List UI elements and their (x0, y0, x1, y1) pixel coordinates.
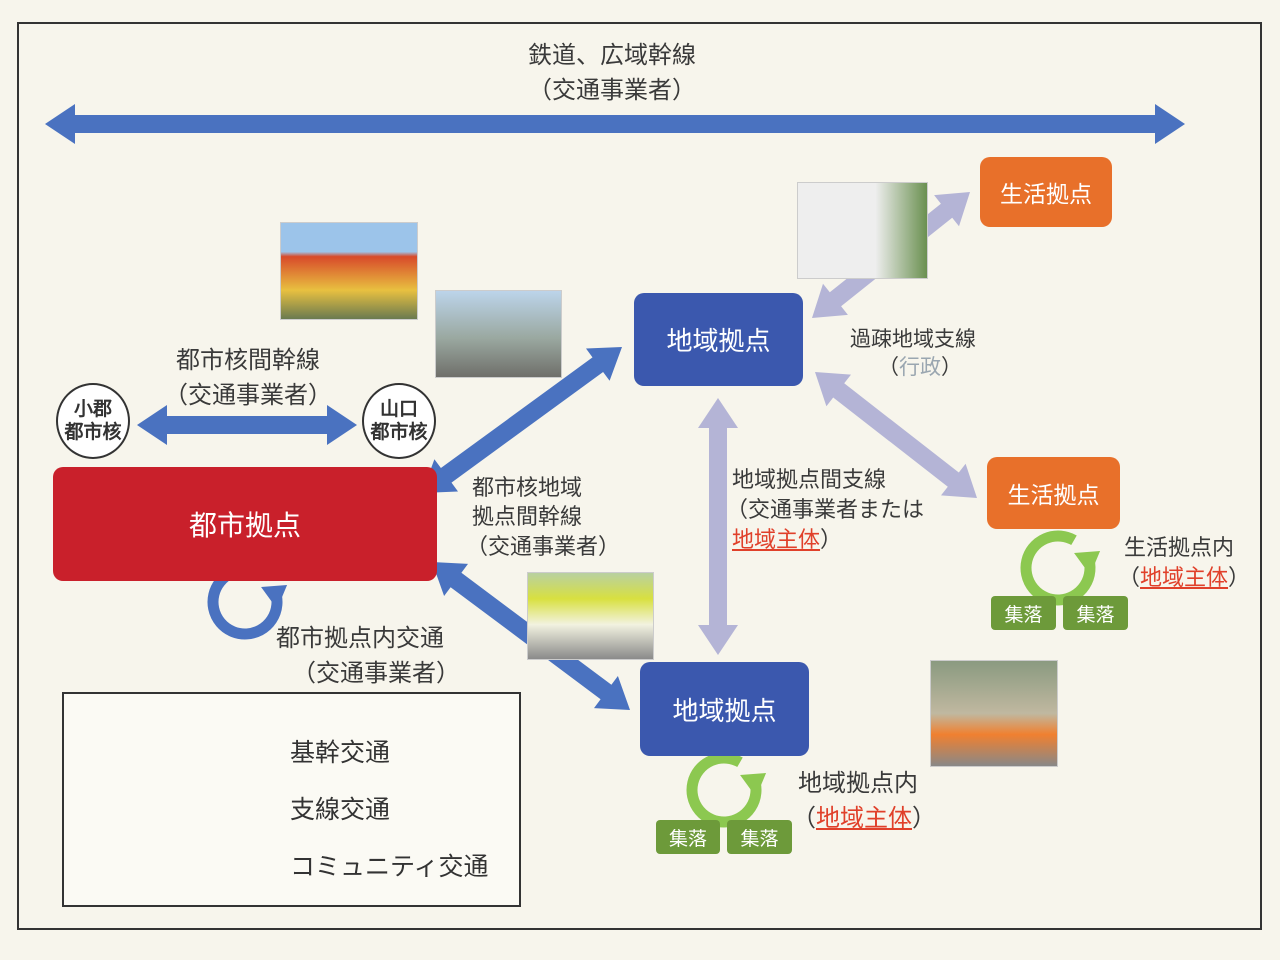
title-line1: 鉄道、広域幹線 (528, 41, 696, 69)
chiiki-kan-line1: 地域拠点間支線 (732, 468, 887, 493)
chiiki-kan-line2: （交通事業者または (726, 498, 925, 523)
node-seikatsu-kyoten-right[interactable]: 生活拠点 (987, 457, 1120, 529)
title-line2: （交通事業者） (528, 76, 696, 104)
circular-arrow-chiiki-nai (686, 752, 762, 828)
legend-branch-label: 支線交通 (290, 795, 391, 824)
node-shuraku[interactable]: 集落 (727, 820, 792, 854)
toshikaku-chiiki-line2: 拠点間幹線 (472, 505, 583, 530)
kaso-line2: （行政） (878, 355, 962, 379)
toshi-nai-line2: （交通事業者） (292, 659, 460, 687)
node-shuraku[interactable]: 集落 (991, 596, 1056, 630)
toshi-nai-line1: 都市拠点内交通 (276, 624, 444, 652)
kaso-line1: 過疎地域支線 (850, 327, 976, 351)
toshikaku-chiiki-line3: （交通事業者） (466, 535, 621, 560)
yamaguchi-line2: 都市核 (370, 421, 428, 443)
trunk-arrow-toshikaku (137, 405, 357, 445)
circular-arrow-seikatsu-nai-head (1074, 551, 1101, 576)
trunk-arrow-railway (45, 104, 1185, 144)
branch-arrow-kaso-right (815, 372, 977, 498)
toshikaku-kan-line1: 都市核間幹線 (176, 346, 320, 374)
ogori-line2: 都市核 (64, 421, 122, 443)
taxi-photo (930, 660, 1058, 767)
node-shuraku[interactable]: 集落 (656, 820, 720, 854)
toshikaku-kan-line2: （交通事業者） (164, 381, 332, 409)
minibus-photo (527, 572, 654, 660)
legend-community-label: コミュニティ交通 (290, 852, 489, 881)
bus-terminal-photo (435, 290, 562, 378)
legend (62, 692, 521, 907)
ogori-line1: 小郡 (73, 398, 112, 420)
seikatsu-nai-line1: 生活拠点内 (1124, 536, 1235, 561)
node-seikatsu-kyoten-top[interactable]: 生活拠点 (980, 157, 1112, 227)
seikatsu-nai-line2: （地域主体） (1118, 566, 1251, 591)
circular-arrow-seikatsu-nai (1020, 530, 1096, 606)
circular-arrow-toshi-nai-head (261, 585, 288, 610)
node-chiiki-kyoten-bottom[interactable]: 地域拠点 (640, 662, 809, 756)
circular-arrow-chiiki-nai-head (740, 773, 767, 798)
chiiki-nai-line1: 地域拠点内 (798, 769, 918, 797)
chiiki-nai-line2: （地域主体） (792, 804, 936, 832)
toshikaku-chiiki-line1: 都市核地域 (472, 476, 583, 501)
diagram-frame (17, 22, 1262, 930)
chiiki-kan-line3: 地域主体） (732, 528, 843, 553)
yamaguchi-line1: 山口 (379, 398, 418, 420)
branch-arrow-chiiki-kan (698, 398, 738, 655)
node-toshi-kyoten[interactable]: 都市拠点 (53, 467, 437, 581)
train-photo (280, 222, 418, 320)
trunk-arrow-toshi-chiiki-top (422, 347, 622, 493)
node-chiiki-kyoten-top[interactable]: 地域拠点 (634, 293, 803, 386)
node-ogori-toshikaku[interactable]: 小郡 都市核 (56, 383, 130, 459)
bus-photo (797, 182, 928, 279)
node-shuraku[interactable]: 集落 (1063, 596, 1128, 630)
legend-trunk-label: 基幹交通 (290, 738, 391, 767)
node-yamaguchi-toshikaku[interactable]: 山口 都市核 (362, 383, 436, 459)
